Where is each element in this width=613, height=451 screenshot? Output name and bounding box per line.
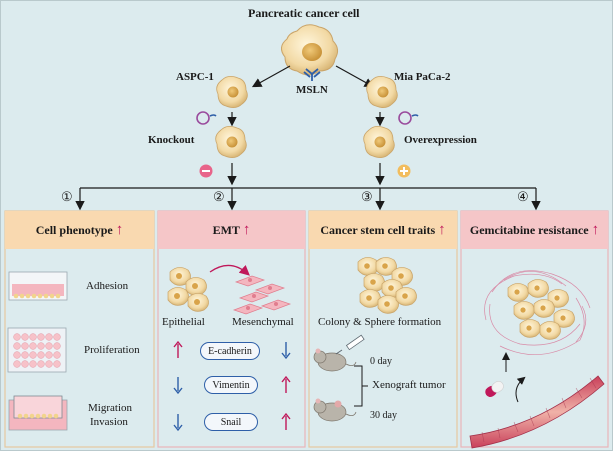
- overexpression-label: Overexpression: [404, 134, 477, 146]
- resistant-tumor-cells-icon: [484, 270, 591, 355]
- panel2-header: EMT ↑: [158, 211, 305, 249]
- epithelial-label: Epithelial: [162, 316, 205, 328]
- mesenchymal-cells-icon: [232, 275, 292, 315]
- marker-4: ④: [517, 189, 529, 204]
- panel2-border: [157, 210, 306, 448]
- syringe-icon: [335, 334, 365, 355]
- colony-cells-icon: [357, 257, 417, 314]
- adhesion-dish-icon: [8, 271, 68, 301]
- aspc1-label: ASPC-1: [176, 71, 214, 83]
- panel3-title: Cancer stem cell traits: [320, 222, 436, 237]
- diagram-title: Pancreatic cancer cell: [248, 6, 360, 20]
- mesenchymal-label: Mesenchymal: [232, 316, 294, 328]
- colony-sphere-label: Colony & Sphere formation: [318, 316, 442, 328]
- day0-label: 0 day: [370, 356, 392, 367]
- mia-paca2-label: Mia PaCa-2: [394, 71, 451, 83]
- panel2-up-arrow-icon: ↑: [242, 221, 251, 238]
- invasion-label: Invasion: [90, 416, 128, 428]
- proliferation-label: Proliferation: [84, 344, 140, 356]
- marker-3: ③: [361, 189, 373, 204]
- panel4-up-arrow-icon: ↑: [591, 221, 600, 238]
- proliferation-plate-icon: [7, 327, 67, 373]
- main-cancer-cell: [281, 24, 339, 76]
- overexpression-cell: [363, 126, 395, 158]
- day30-label: 30 day: [370, 410, 397, 421]
- marker-1: ①: [61, 189, 73, 204]
- panel2-title: EMT: [212, 222, 240, 237]
- transwell-icon: [8, 395, 68, 431]
- panel4-header: Gemcitabine resistance ↑: [461, 211, 608, 249]
- vimentin-pill: Vimentin: [204, 376, 258, 394]
- snail-pill: Snail: [204, 413, 258, 431]
- minus-icon: [199, 164, 213, 178]
- panel3-header: Cancer stem cell traits ↑: [309, 211, 457, 249]
- plasmid-icon-right: [398, 111, 419, 125]
- mouse-30-day-icon: [313, 398, 357, 422]
- migration-label: Migration: [88, 402, 132, 414]
- panel1-title: Cell phenotype: [35, 222, 113, 237]
- adhesion-label: Adhesion: [86, 280, 129, 292]
- drug-capsule-icon: [485, 380, 504, 398]
- mia-paca2-cell: [366, 76, 398, 108]
- panel3-up-arrow-icon: ↑: [438, 221, 446, 238]
- knockout-cell: [215, 126, 247, 158]
- epithelial-cells-icon: [167, 267, 209, 312]
- plasmid-icon-left: [196, 111, 217, 125]
- panel4-title: Gemcitabine resistance: [469, 222, 589, 237]
- blood-vessel-icon: [469, 375, 605, 449]
- knockout-label: Knockout: [148, 134, 195, 146]
- plus-icon: [397, 164, 411, 178]
- xenograft-label: Xenograft tumor: [372, 379, 446, 391]
- panel1-up-arrow-icon: ↑: [115, 221, 124, 238]
- e-cadherin-pill: E-cadherin: [200, 342, 260, 360]
- aspc1-cell: [216, 76, 248, 108]
- mouse-0-day-icon: [313, 348, 357, 372]
- marker-2: ②: [213, 189, 225, 204]
- msln-receptor-icon: [303, 68, 321, 81]
- panel1-header: Cell phenotype ↑: [5, 211, 154, 249]
- msln-label: MSLN: [296, 84, 328, 96]
